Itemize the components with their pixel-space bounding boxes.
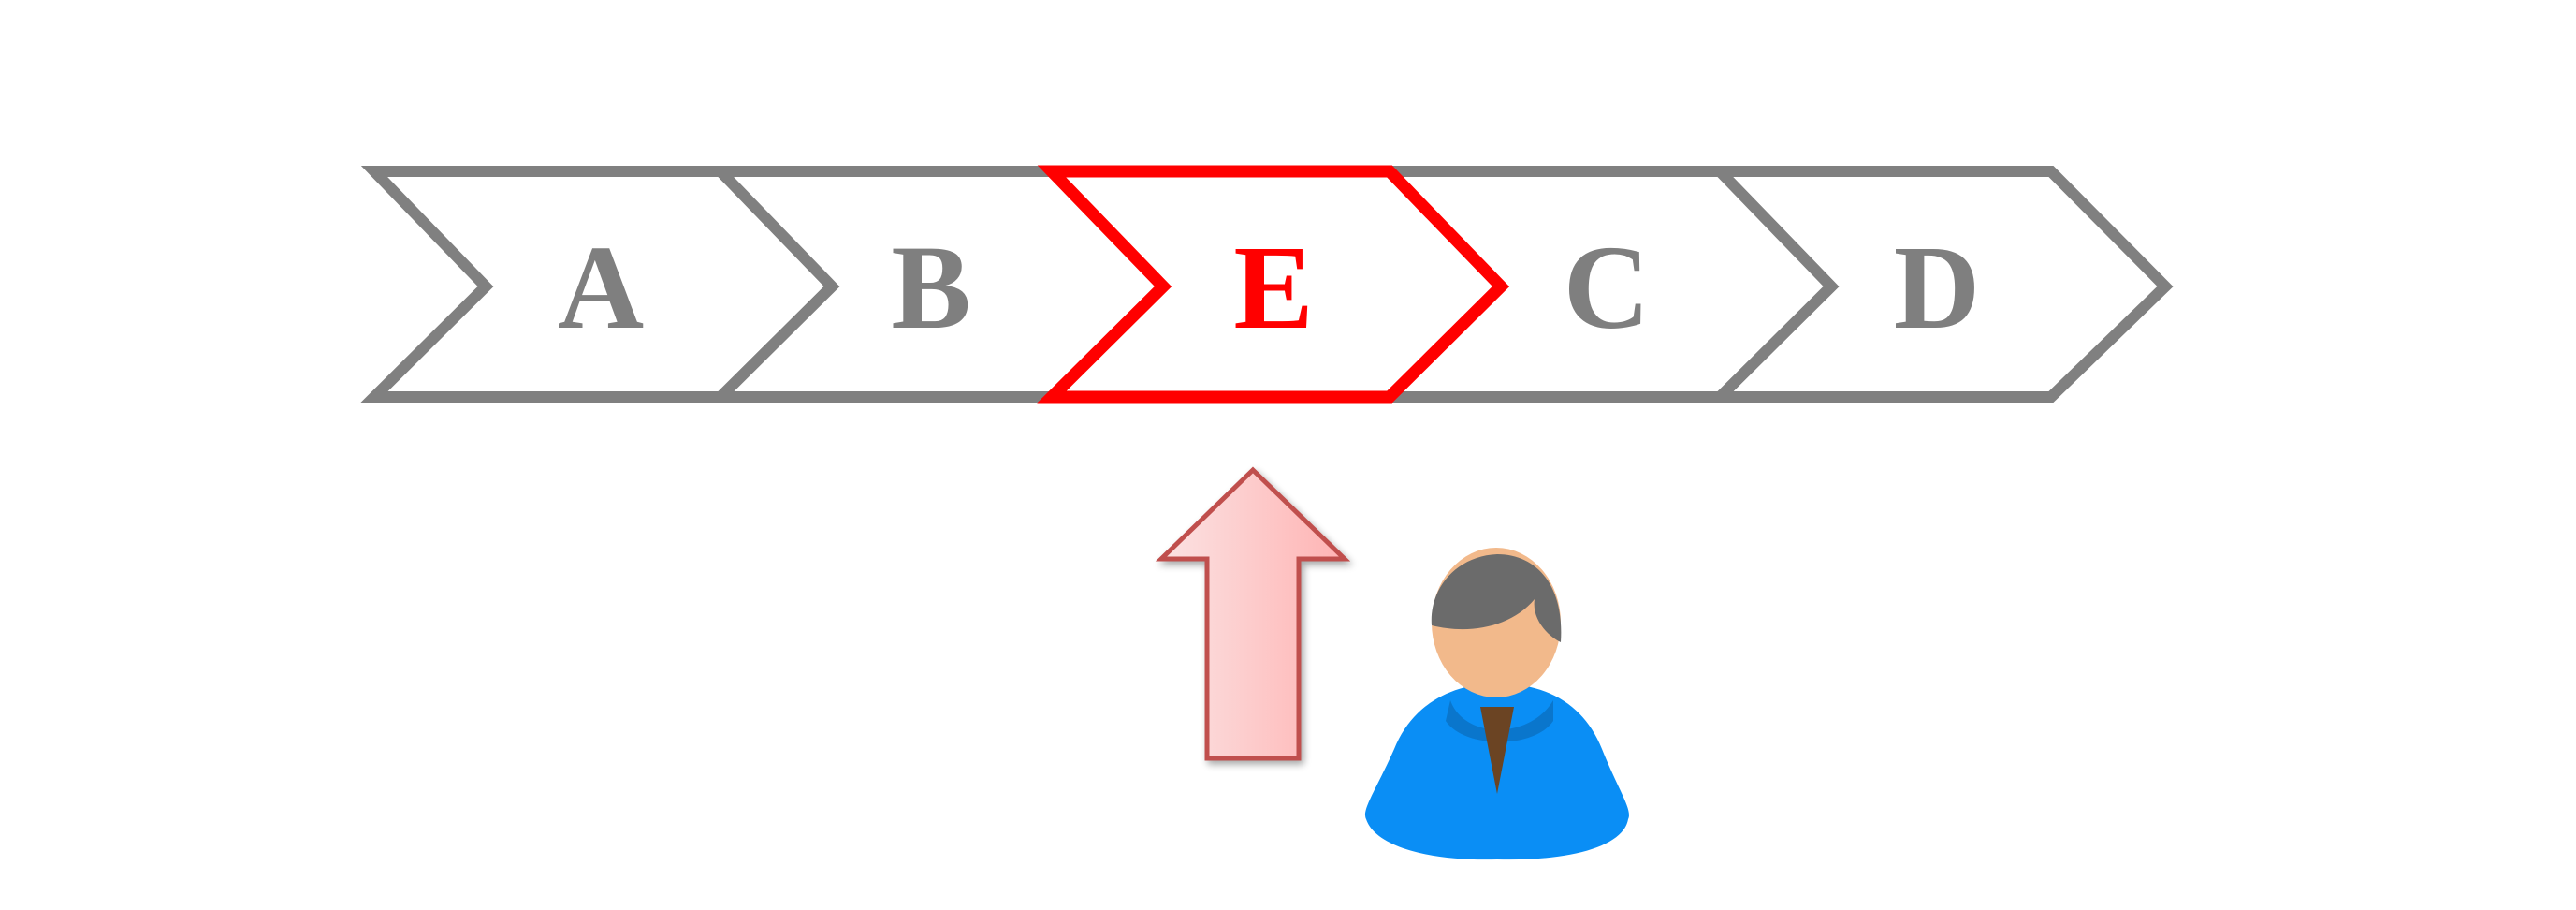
person-collar [1480, 707, 1514, 794]
chevron-step-e-highlighted[interactable]: E [1037, 165, 1510, 404]
person-hair [1431, 554, 1562, 642]
chevron-step-c[interactable]: C [1375, 166, 1840, 403]
chevron-label: E [1233, 221, 1313, 354]
up-arrow-shape [1155, 466, 1351, 761]
chevron-label: C [1564, 221, 1650, 354]
up-arrow-icon [1155, 466, 1351, 761]
chevron-shape [1037, 165, 1510, 404]
chevron-step-b[interactable]: B [706, 166, 1173, 403]
person-icon [1365, 548, 1629, 860]
chevron-label: B [891, 221, 970, 354]
process-chevron-row: A B D C E [360, 165, 2174, 404]
chevron-label: D [1894, 221, 1980, 354]
chevron-label: A [558, 221, 644, 354]
person-collar-shadow [1446, 700, 1553, 742]
